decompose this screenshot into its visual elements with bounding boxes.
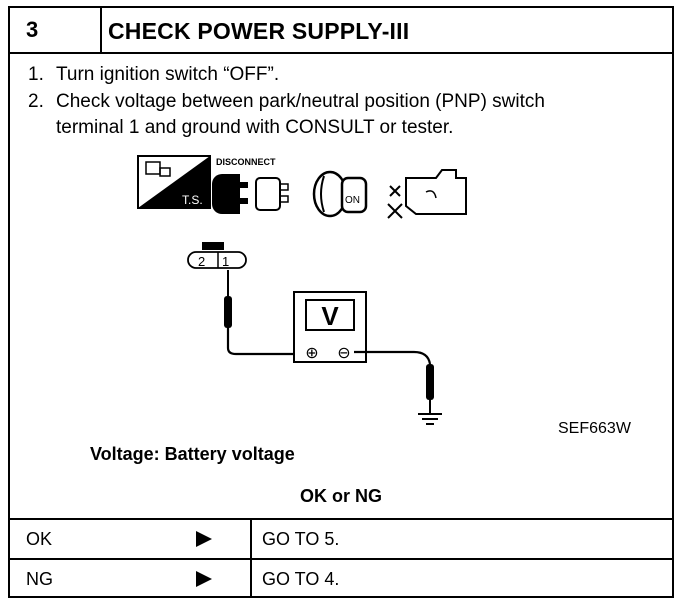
- result-row-ok: OK GO TO 5.: [10, 518, 672, 558]
- positive-terminal-icon: ⊕: [305, 343, 318, 362]
- negative-terminal-icon: ⊖: [337, 343, 350, 362]
- inspection-step-box: 3 CHECK POWER SUPPLY-III 1. Turn ignition…: [8, 6, 674, 598]
- ground-icon: [418, 413, 442, 425]
- step-number: 3: [10, 8, 102, 52]
- step-header: 3 CHECK POWER SUPPLY-III: [10, 8, 672, 54]
- result-row-ng: NG GO TO 4.: [10, 558, 672, 598]
- instruction-2: 2. Check voltage between park/neutral pos…: [28, 90, 545, 114]
- disconnect-icon: DISCONNECT: [212, 157, 289, 214]
- decision-title: OK or NG: [299, 486, 382, 506]
- result-ng-action: GO TO 4.: [262, 569, 340, 589]
- ignition-key-icon: ON: [312, 170, 368, 218]
- pnp-switch-connector: 2 1: [187, 242, 247, 269]
- voltage-specification: Voltage: Battery voltage: [90, 444, 295, 464]
- key-on-label: ON: [345, 195, 360, 206]
- result-ok-action: GO TO 5.: [262, 529, 340, 549]
- voltmeter-label: V: [321, 301, 339, 331]
- instruction-2-text: Check voltage between park/neutral posit…: [56, 91, 545, 112]
- voltmeter: V ⊕ ⊖: [293, 291, 367, 363]
- column-divider: [250, 520, 252, 558]
- arrow-right-icon: [196, 531, 212, 547]
- arrow-right-icon: [196, 571, 212, 587]
- voltage-check-diagram: 2 1 V ⊕ ⊖: [187, 242, 442, 425]
- figure-reference: SEF663W: [558, 420, 631, 437]
- instruction-1-text: Turn ignition switch “OFF”.: [56, 64, 280, 85]
- instruction-1-number: 1.: [28, 64, 44, 85]
- negative-probe: [354, 350, 434, 414]
- instruction-1: 1. Turn ignition switch “OFF”.: [28, 63, 279, 87]
- instruction-2-number: 2.: [28, 91, 44, 112]
- result-ok-label: OK: [26, 529, 53, 549]
- ts-label: T.S.: [182, 193, 203, 207]
- step-title: CHECK POWER SUPPLY-III: [108, 18, 410, 44]
- instruction-2-continuation: terminal 1 and ground with CONSULT or te…: [56, 117, 454, 138]
- column-divider: [250, 560, 252, 598]
- ts-icon: T.S.: [137, 155, 211, 209]
- positive-probe: [224, 270, 306, 356]
- disconnect-label: DISCONNECT: [216, 157, 276, 167]
- procedure-icons: T.S. DISCONNECT ON: [137, 155, 467, 219]
- terminal-2-label: 2: [198, 254, 205, 269]
- terminal-1-label: 1: [222, 254, 229, 269]
- engine-off-icon: [387, 169, 467, 219]
- result-ng-label: NG: [26, 569, 53, 589]
